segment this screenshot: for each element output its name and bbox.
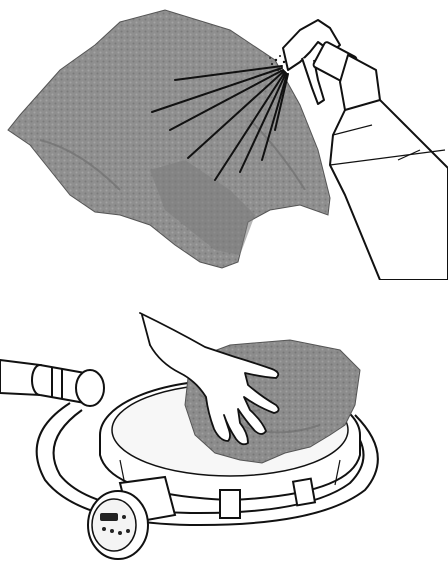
spray-scene-svg [0, 0, 448, 280]
lamp-wiping-illustration [0, 285, 448, 565]
lamp-scene-svg [0, 285, 448, 565]
control-panel-icon [88, 477, 175, 559]
spray-cleaning-illustration [0, 0, 448, 280]
lamp-arm [0, 360, 104, 406]
cloth-icon [8, 10, 330, 268]
